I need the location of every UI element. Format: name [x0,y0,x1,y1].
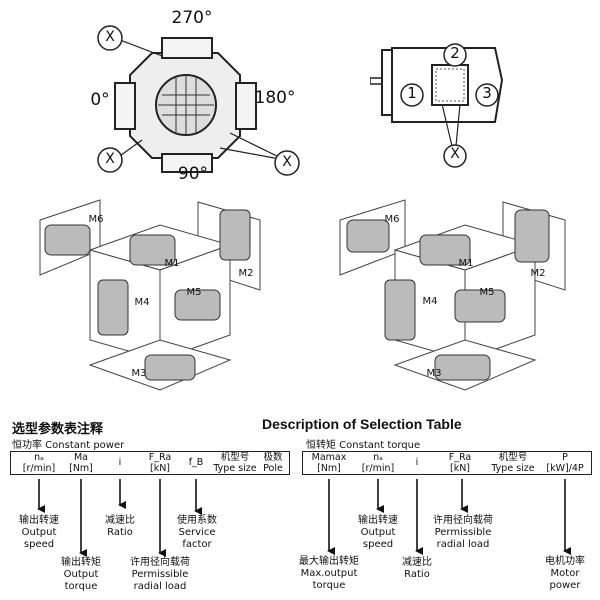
angle-90-label: 90° [177,164,209,184]
left-table-header-row [10,451,290,475]
position-1-label: 1 [407,84,417,102]
marker-x: X [105,29,115,45]
header-fra: F_Ra[kN] [148,452,172,474]
title-chinese: 选型参数表注释 [12,422,104,437]
cube-label-m5: M5 [479,287,495,298]
cube-label-m5: M5 [186,287,202,298]
right-table-subtitle: 恒转矩 Constant torque [306,440,421,451]
cube-label-m3: M3 [426,368,442,379]
cube-label-m6: M6 [88,214,104,225]
cube-label-m2: M2 [530,268,546,279]
header-na: nₐ[r/min] [361,452,395,474]
cube-label-m2: M2 [238,268,254,279]
header-fb: f_B [188,457,204,468]
position-2-label: 2 [450,44,460,62]
left-mounting-cube [39,199,261,391]
angle-180-label: 180° [254,88,296,108]
marker-x: X [282,154,292,170]
cube-label-m4: M4 [134,297,150,308]
right-table-header-row [302,451,592,475]
cube-label-m4: M4 [422,296,438,307]
marker-x: X [105,151,115,167]
angle-270-label: 270° [171,8,213,28]
angle-0-label: 0° [90,90,110,110]
cube-label-m3: M3 [131,368,147,379]
header-mamax: Mamax[Nm] [311,452,347,474]
terminal-box-diagram [370,43,504,168]
right-table-arrows [327,479,571,555]
right-mounting-cube [339,199,566,391]
header-ma: Ma[Nm] [69,452,93,474]
header-i: i [118,457,122,468]
header-i: i [415,457,419,468]
cube-label-m1: M1 [164,258,180,269]
header-na: nₐ[r/min] [22,452,56,474]
cube-label-m6: M6 [384,214,400,225]
header-power: P[kW]/4P [546,452,584,474]
left-table-subtitle: 恒功率 Constant power [12,440,125,451]
left-table-arrows [37,479,202,557]
title-english: Description of Selection Table [262,416,462,432]
mounting-angle-diagram [97,25,300,176]
marker-x: X [450,146,460,162]
position-3-label: 3 [482,84,492,102]
header-fra: F_Ra[kN] [448,452,472,474]
cube-label-m1: M1 [458,258,474,269]
